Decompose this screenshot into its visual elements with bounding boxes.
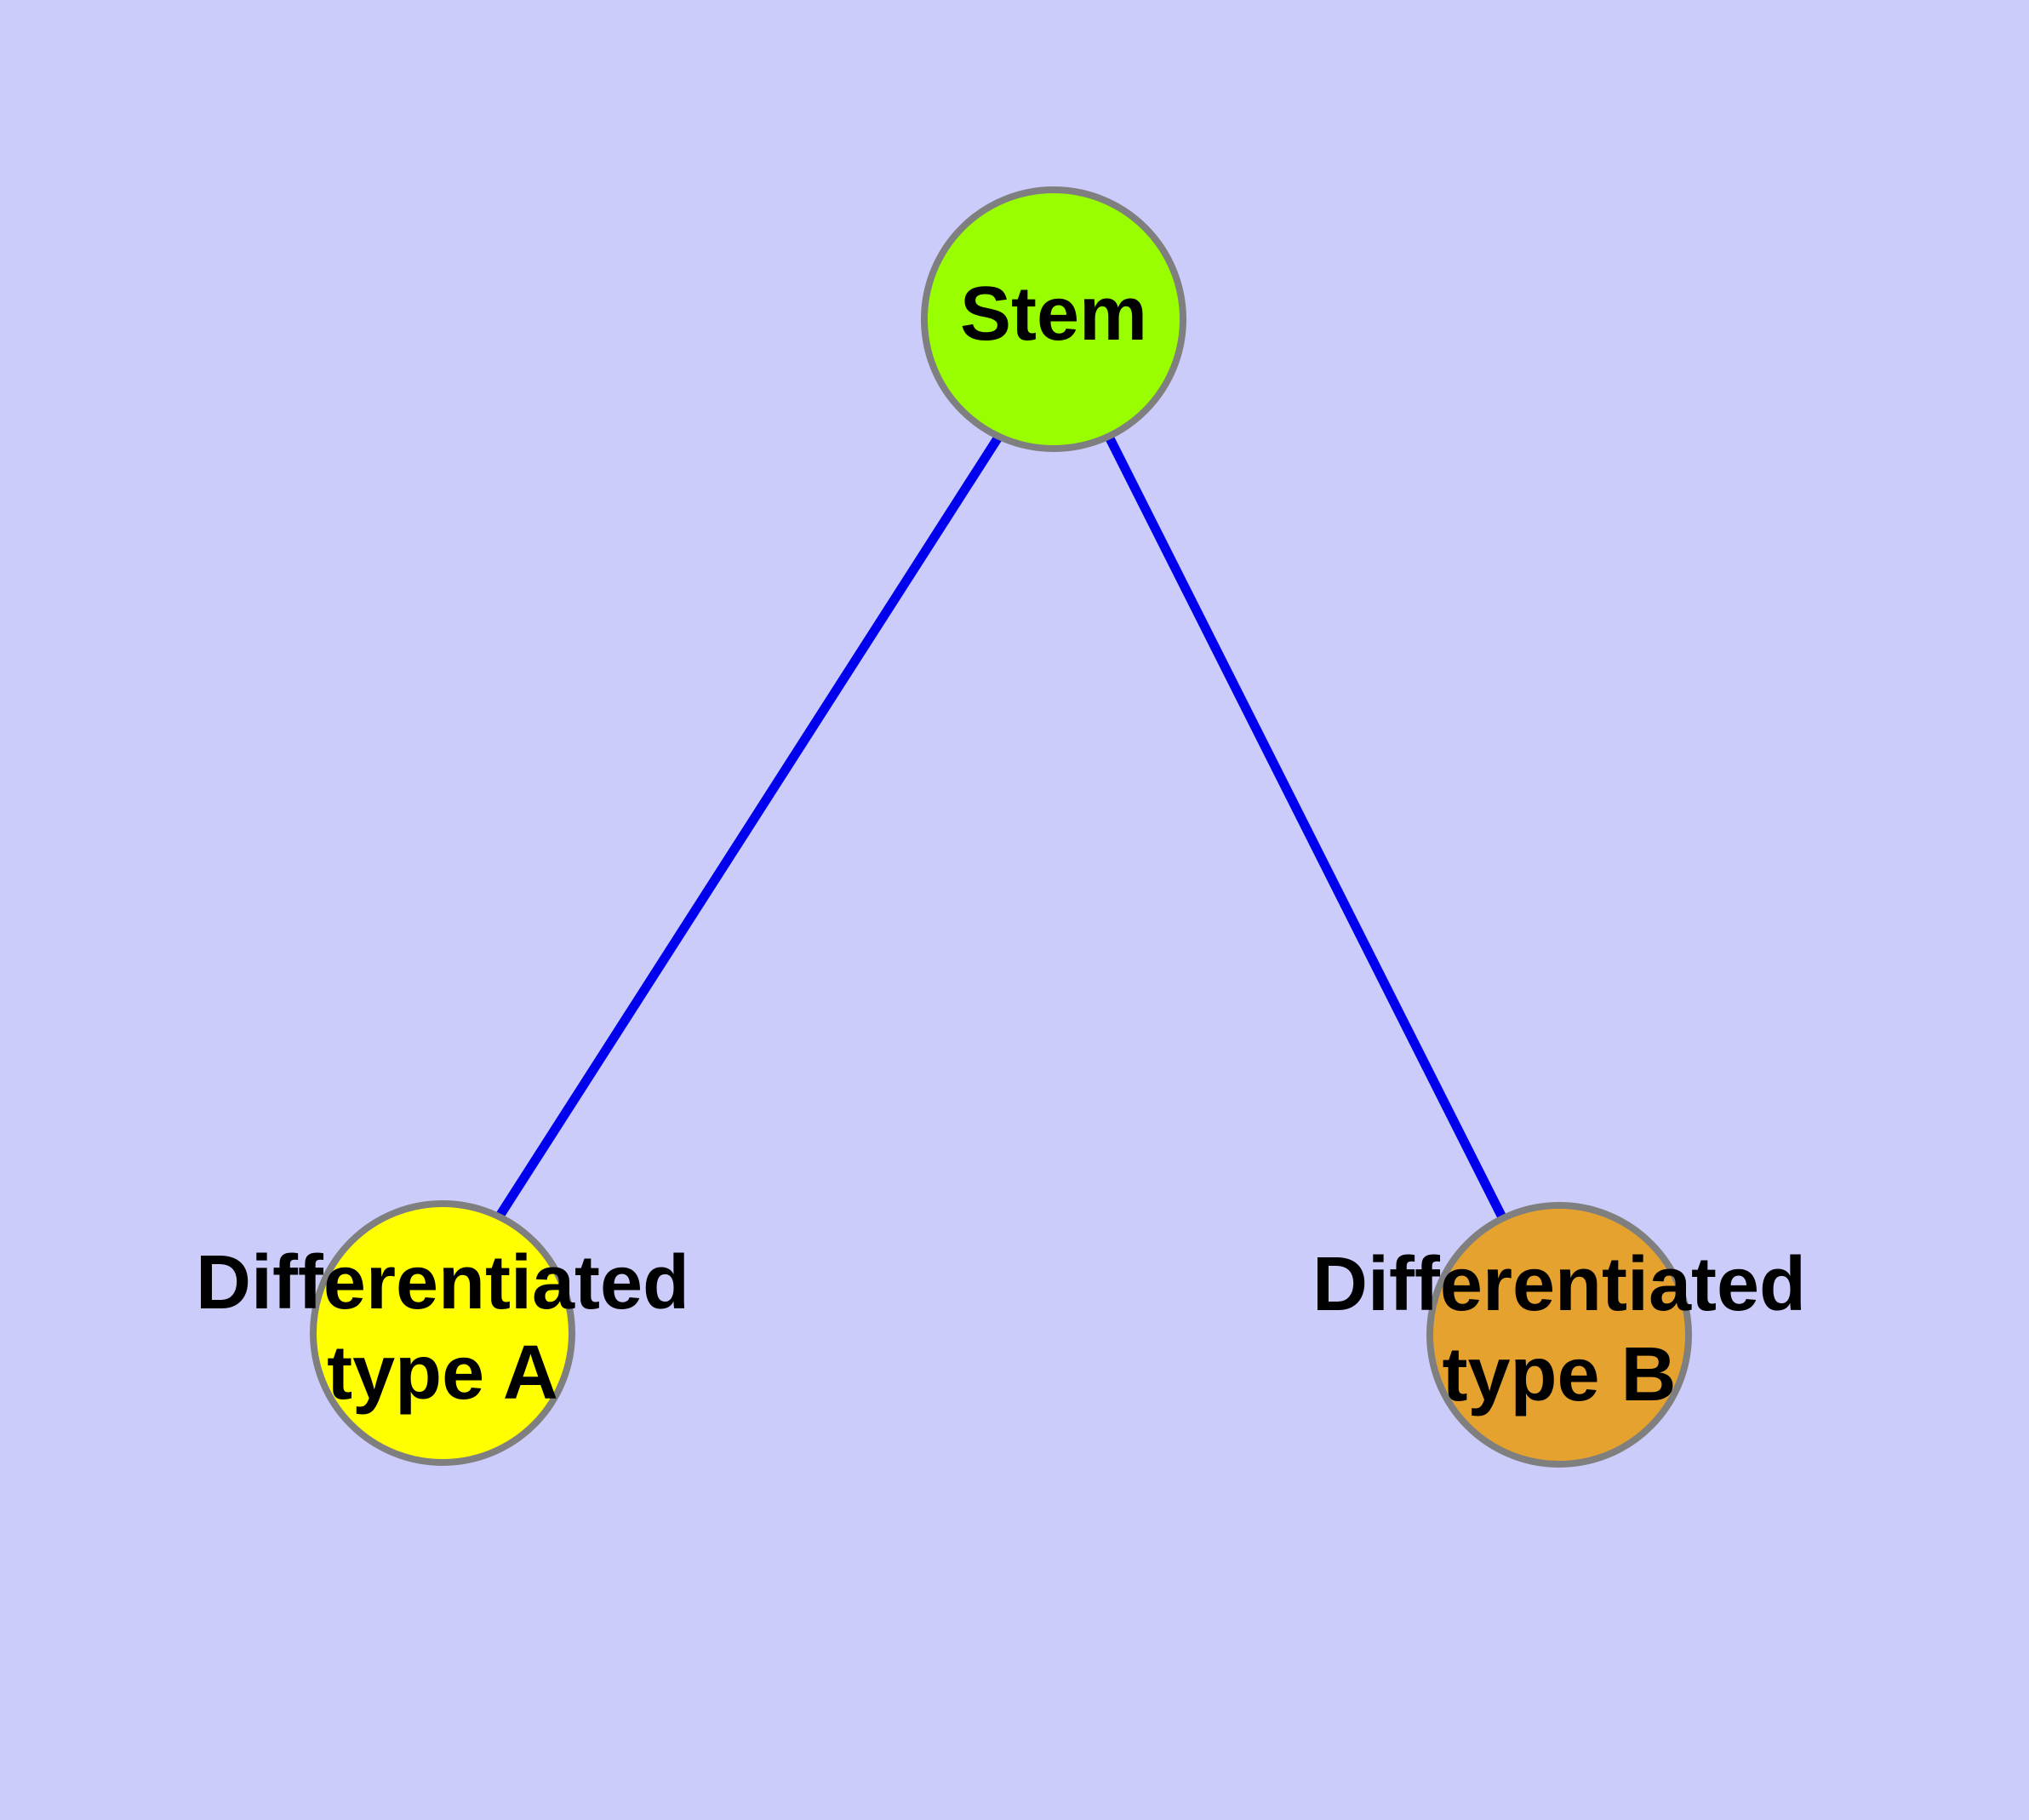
edges-layer (494, 433, 1507, 1222)
nodes-layer (310, 186, 1692, 1468)
node-label-line: Differentiated (196, 1240, 689, 1325)
node-diff_b[interactable] (1426, 1202, 1692, 1468)
node-diff_a[interactable] (310, 1200, 575, 1466)
edge-stem-to-diff-b (1105, 434, 1507, 1222)
node-label-line: Stem (960, 272, 1147, 357)
node-label-line: type B (1442, 1332, 1676, 1417)
edge-stem-to-diff-a (494, 433, 1003, 1220)
node-stem[interactable] (921, 186, 1186, 452)
node-label-line: Differentiated (1312, 1242, 1806, 1327)
node-label-line: type A (327, 1331, 558, 1416)
node-label-stem: Stem (960, 272, 1147, 357)
